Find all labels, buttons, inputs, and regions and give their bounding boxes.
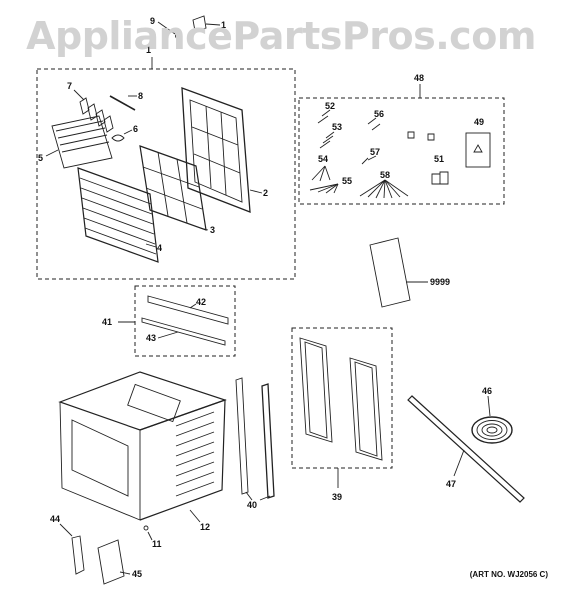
callout-46: 46 [482, 386, 492, 396]
front-frame-part-2 [181, 87, 251, 213]
callout-42: 42 [196, 297, 206, 307]
watermark: AppliancePartsPros.com [26, 14, 536, 58]
callout-40: 40 [247, 500, 257, 510]
callout-49: 49 [474, 117, 484, 127]
art-number: (ART NO. WJ2056 C) [469, 570, 548, 579]
callout-55: 55 [342, 176, 352, 186]
louver-part-5 [51, 115, 113, 169]
callout-12: 12 [200, 522, 210, 532]
grille-part-4 [77, 167, 159, 263]
callout-39: 39 [332, 492, 342, 502]
screw-part-9 [175, 33, 181, 39]
callout-45: 45 [132, 569, 142, 579]
seal-part-40-left [235, 377, 249, 495]
callout-6: 6 [133, 124, 138, 134]
callout-7: 7 [67, 81, 72, 91]
filter-part-3 [139, 145, 207, 231]
side-panel-group-box [291, 327, 393, 469]
callout-56: 56 [374, 109, 384, 119]
callout-4: 4 [157, 243, 162, 253]
callout-53: 53 [332, 122, 342, 132]
gasket-part-47 [407, 395, 525, 503]
callout-8: 8 [138, 91, 143, 101]
callout-44: 44 [50, 514, 60, 524]
brackets [407, 131, 435, 141]
badge-part-1 [192, 15, 207, 32]
bracket-part-45 [97, 539, 125, 585]
side-curtain-left [299, 337, 333, 443]
callout-1: 1 [146, 45, 151, 55]
callout-43: 43 [146, 333, 156, 343]
grille-slats [79, 177, 157, 255]
callout-2: 2 [263, 188, 268, 198]
rail-part-43 [141, 317, 226, 346]
callout-52: 52 [325, 101, 335, 111]
screws-part-55 [309, 183, 339, 194]
side-curtain-right [349, 357, 383, 461]
clips-part-51 [431, 171, 449, 185]
screws-part-58 [359, 179, 409, 199]
callout-57: 57 [370, 147, 380, 157]
bracket-part-44 [71, 535, 85, 575]
callout-58: 58 [380, 170, 390, 180]
rail-group-box [134, 285, 236, 357]
coil-part-46 [471, 416, 513, 444]
callout-41: 41 [102, 317, 112, 327]
cabinet-part-12 [58, 371, 227, 521]
callout-3: 3 [210, 225, 215, 235]
seal-part-40-right [261, 383, 275, 499]
callout-54: 54 [318, 154, 328, 164]
callout-51: 51 [434, 154, 444, 164]
instruction-card-part-49 [465, 132, 491, 168]
hardware-kit-box [298, 97, 505, 205]
clip-part-6 [111, 134, 125, 142]
front-frame-inner [189, 99, 243, 203]
callout-9: 9 [150, 16, 155, 26]
manual-part-9999 [369, 237, 411, 308]
callout-5: 5 [38, 153, 43, 163]
callout-9999: 9999 [430, 277, 450, 287]
callout-48: 48 [414, 73, 424, 83]
screw-part-11 [143, 525, 149, 531]
callout-1b: 1 [221, 20, 226, 30]
callout-11: 11 [152, 539, 162, 549]
rail-part-42 [147, 295, 229, 325]
front-panel-group-box [36, 68, 296, 280]
callout-47: 47 [446, 479, 456, 489]
vanes-part-7 [79, 97, 114, 133]
